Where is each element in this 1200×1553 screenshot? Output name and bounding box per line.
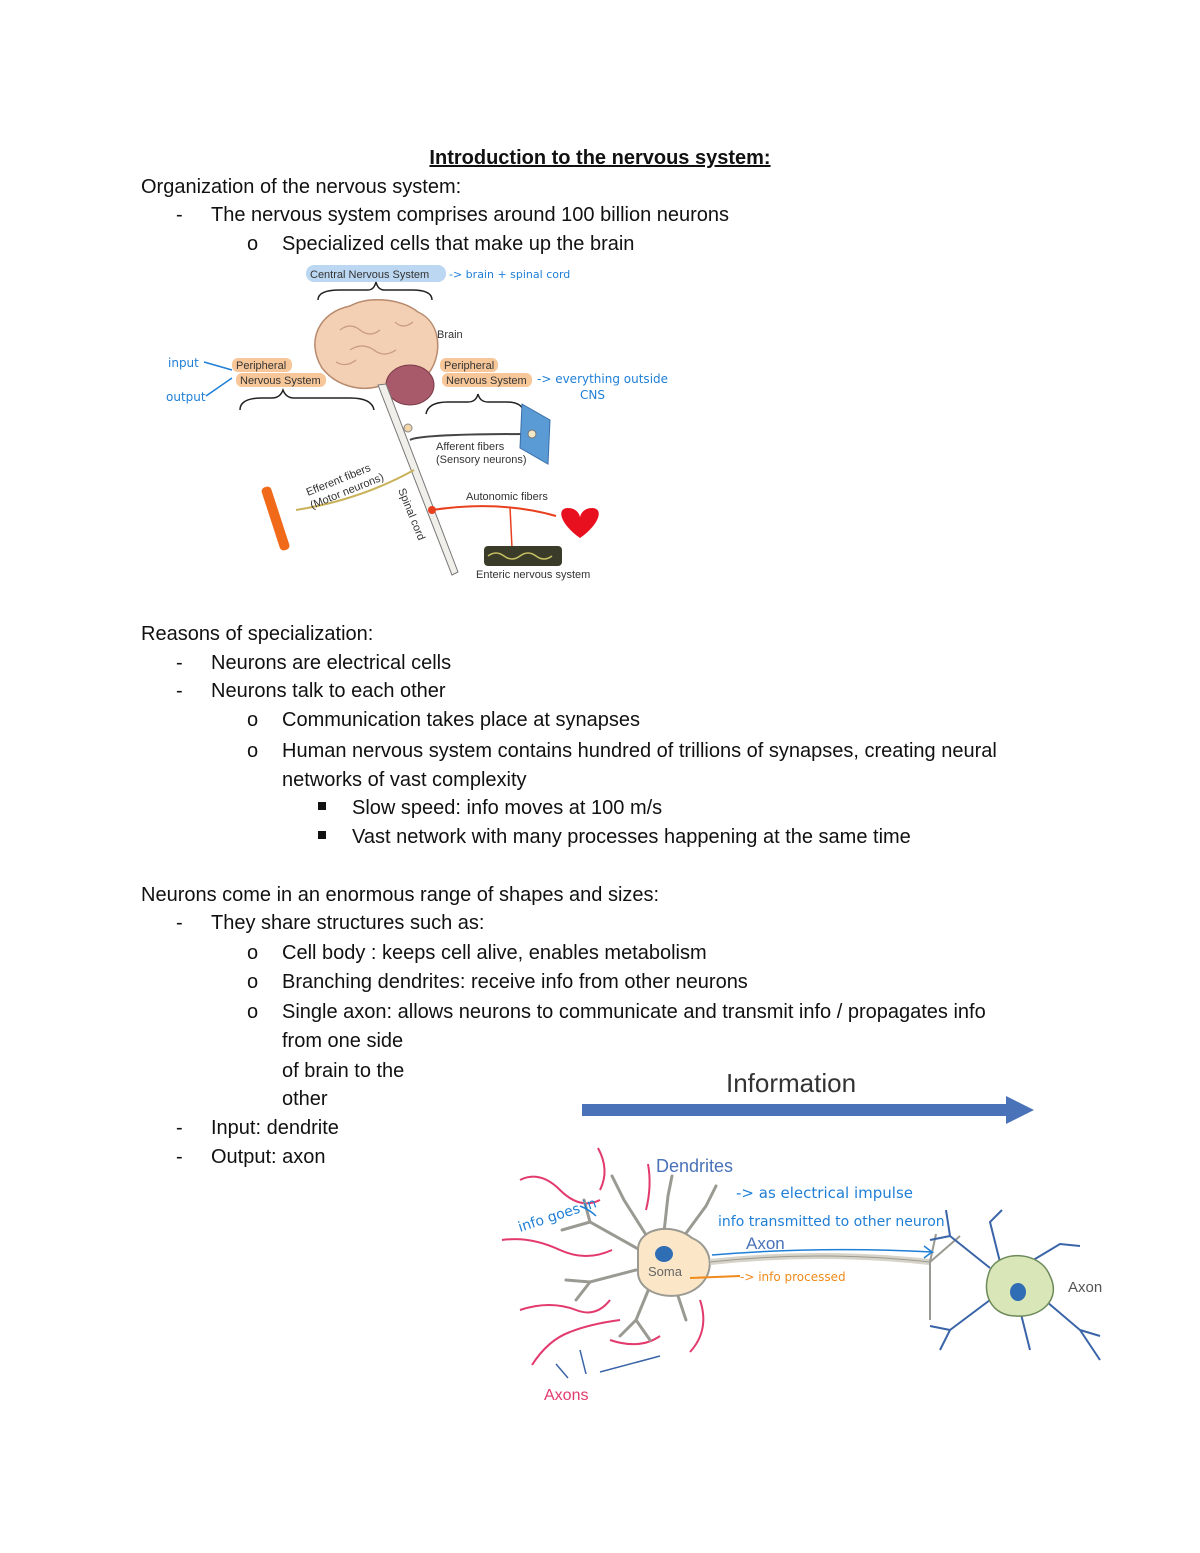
gut-shape [484, 546, 562, 566]
axon-shape [709, 1253, 931, 1265]
pns-right-brace [425, 393, 525, 415]
pns-right-label-2: Nervous System [446, 375, 527, 387]
afferent-label-1: Afferent fibers [436, 441, 505, 453]
list-item: The nervous system comprises around 100 … [211, 204, 730, 226]
square-bullet [318, 802, 326, 810]
circle-bullet: o [247, 971, 259, 993]
information-arrow [582, 1096, 1034, 1124]
brain-shape [314, 299, 439, 389]
dash-bullet: - [176, 204, 183, 226]
info-in-note: info goes in [516, 1195, 598, 1235]
list-item: Neurons talk to each other [211, 680, 446, 702]
cerebellum-shape [385, 364, 435, 406]
dendrites-label: Dendrites [656, 1156, 733, 1176]
circle-bullet: o [247, 709, 259, 731]
pns-right-label-1: Peripheral [444, 360, 494, 372]
circle-bullet: o [247, 233, 259, 255]
list-item: Cell body : keeps cell alive, enables me… [282, 942, 707, 964]
pns-left-label-1: Peripheral [236, 360, 286, 372]
input-note: input [168, 356, 199, 370]
brain-label: Brain [437, 329, 463, 341]
autonomic-label: Autonomic fibers [466, 491, 548, 503]
dash-bullet: - [176, 1117, 183, 1139]
section-heading-specialization: Reasons of specialization: [141, 623, 374, 645]
output-note: output [166, 390, 206, 404]
soma-shape [636, 1228, 711, 1297]
list-item: Branching dendrites: receive info from o… [282, 971, 748, 993]
spinal-cord-shape [377, 383, 459, 576]
target-dendrites [929, 1209, 1101, 1361]
impulse-note: -> as electrical impulse [736, 1184, 913, 1202]
list-item-continued: networks of vast complexity [282, 769, 527, 791]
square-bullet [318, 831, 326, 839]
pns-left-label-bg [232, 358, 292, 372]
heart-shape [561, 508, 599, 538]
page-title: Introduction to the nervous system: [429, 147, 771, 169]
afferent-label-2: (Sensory neurons) [436, 454, 527, 466]
cns-brace [317, 281, 433, 301]
pns-note-2: CNS [580, 388, 605, 402]
soma-label: Soma [648, 1264, 683, 1279]
pns-right-label-bg [440, 358, 498, 372]
dendrite-branches [560, 1174, 718, 1342]
information-label: Information [726, 1068, 856, 1098]
list-item: Single axon: allows neurons to communica… [282, 1001, 986, 1023]
skin-receptor-shape [519, 403, 551, 465]
dash-bullet: - [176, 652, 183, 674]
spinal-cord-label: Spinal cord [395, 487, 427, 543]
list-item: Specialized cells that make up the brain [282, 233, 635, 255]
list-item-continued: other [282, 1088, 328, 1110]
pns-left-label-2: Nervous System [240, 375, 321, 387]
dash-bullet: - [176, 680, 183, 702]
circle-bullet: o [247, 740, 259, 762]
list-item: Neurons are electrical cells [211, 652, 452, 674]
section-heading-neurons: Neurons come in an enormous range of sha… [141, 884, 660, 906]
circle-bullet: o [247, 942, 259, 964]
cns-label: Central Nervous System [310, 269, 429, 281]
section-heading-organization: Organization of the nervous system: [141, 176, 462, 198]
axon-label-mid: Axon [746, 1234, 785, 1253]
list-item-continued: of brain to the [282, 1060, 405, 1082]
processed-note: -> info processed [740, 1270, 846, 1284]
pns-left-brace [239, 387, 375, 411]
list-item: Input: dendrite [211, 1117, 339, 1139]
circle-bullet: o [247, 1001, 259, 1023]
efferent-label-1: Efferent fibers [305, 462, 373, 499]
transmit-note: info transmitted to other neuron [718, 1214, 945, 1230]
dash-bullet: - [176, 1146, 183, 1168]
cns-note: -> brain + spinal cord [449, 268, 570, 281]
target-soma-shape [985, 1255, 1055, 1317]
cns-label-bg [306, 265, 446, 282]
dash-bullet: - [176, 912, 183, 934]
list-item-continued: from one side [282, 1030, 404, 1052]
target-nucleus-shape [1010, 1283, 1026, 1301]
muscle-shape [261, 486, 290, 551]
list-item: Human nervous system contains hundred of… [282, 740, 997, 762]
nucleus-shape [655, 1246, 673, 1262]
list-item: Vast network with many processes happeni… [352, 826, 911, 848]
axon-label-right: Axon [1068, 1279, 1102, 1296]
efferent-label-2: (Motor neurons) [309, 471, 386, 511]
list-item: Output: axon [211, 1146, 326, 1168]
list-item: They share structures such as: [211, 912, 485, 934]
list-item: Communication takes place at synapses [282, 709, 640, 731]
incoming-axons [501, 1147, 705, 1366]
axons-label: Axons [544, 1387, 588, 1404]
list-item: Slow speed: info moves at 100 m/s [352, 797, 663, 819]
enteric-label: Enteric nervous system [476, 569, 590, 581]
pns-note-1: -> everything outside [537, 372, 668, 386]
